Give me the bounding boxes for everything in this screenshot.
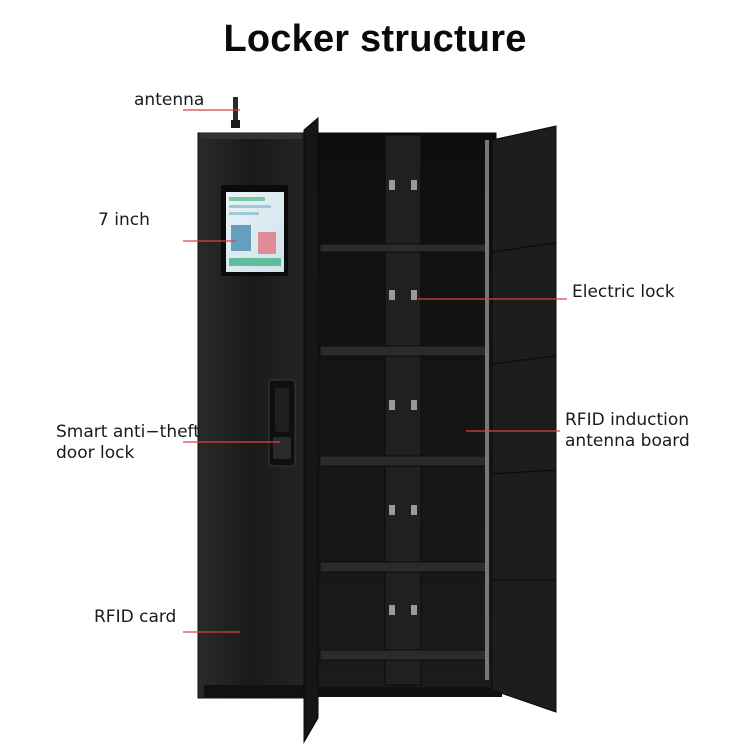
door-lock-label: Smart anti−theft door lock xyxy=(56,422,200,464)
rfid-antenna-label-line-1: RFID induction xyxy=(565,410,690,430)
door-lock-label-line-2: door lock xyxy=(56,443,135,463)
rfid-antenna-label-line-2: antenna board xyxy=(565,431,690,451)
callout-lines xyxy=(183,109,567,633)
left-door-open xyxy=(303,116,319,744)
touch-screen xyxy=(221,185,288,276)
door-lock xyxy=(268,379,296,467)
antenna-label: antenna xyxy=(134,90,205,110)
door-lock-label-line-1: Smart anti−theft xyxy=(56,422,200,442)
electric-lock-label: Electric lock xyxy=(572,282,675,302)
locker-compartments xyxy=(303,132,497,689)
page-title: Locker structure xyxy=(223,18,527,60)
rfid-antenna-label: RFID induction antenna board xyxy=(565,410,690,452)
right-doors-open xyxy=(491,125,557,713)
rfid-card-label: RFID card xyxy=(94,607,177,627)
antenna-rod xyxy=(231,97,240,128)
screen-size-label: 7 inch xyxy=(98,210,150,230)
